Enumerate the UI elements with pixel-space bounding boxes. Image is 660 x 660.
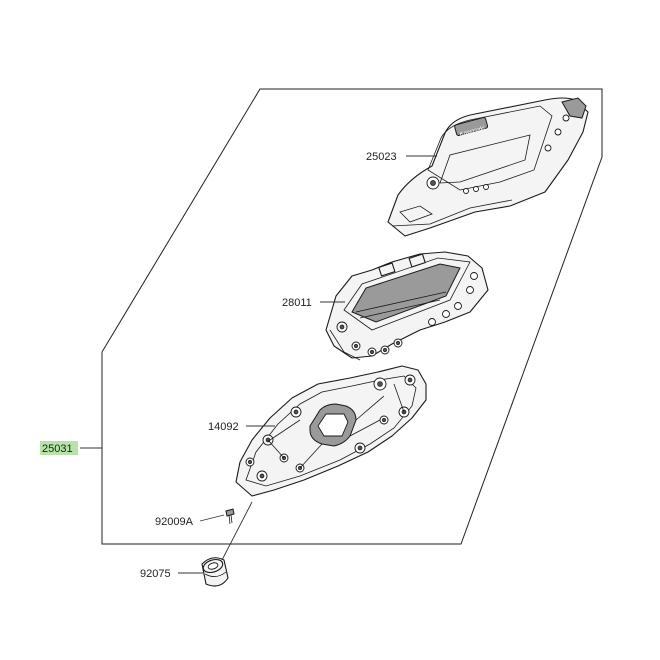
- callout-screw[interactable]: 92009A: [155, 516, 194, 528]
- callout-cover[interactable]: 25023: [366, 151, 397, 163]
- callout-grommet[interactable]: 92075: [140, 568, 171, 580]
- callout-meter-unit[interactable]: 28011: [282, 297, 312, 309]
- cover-vent-icon: [561, 97, 587, 119]
- grommet-part[interactable]: [201, 557, 229, 587]
- callout-assembly[interactable]: 25031: [42, 443, 73, 455]
- exploded-guide-line: [221, 501, 253, 561]
- callout-assembly-highlight: [40, 441, 78, 455]
- screw-part[interactable]: [225, 508, 235, 525]
- meter-case-part[interactable]: [235, 365, 427, 497]
- meter-unit-part[interactable]: [325, 251, 489, 361]
- callout-case[interactable]: 14092: [208, 421, 239, 433]
- leader-screw: [199, 514, 225, 522]
- meter-cover-part[interactable]: Kawasaki: [387, 97, 589, 237]
- assembly-frame: [101, 88, 603, 545]
